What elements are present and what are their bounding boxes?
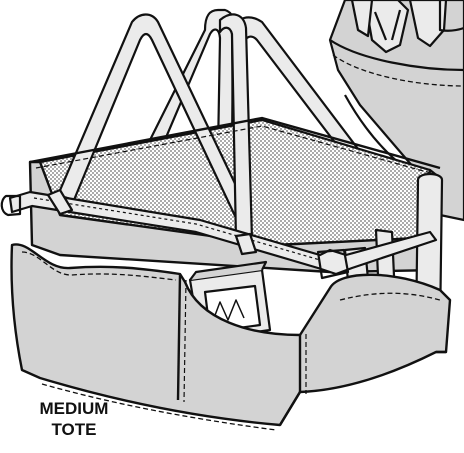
caption-line-1: MEDIUM: [39, 399, 109, 418]
belt-strap: [0, 188, 438, 280]
caption-line-2: TOTE: [51, 420, 97, 439]
tools-illustration: [350, 0, 448, 54]
front-handles: [56, 13, 254, 242]
front-pocket: [10, 243, 452, 431]
caption: MEDIUM TOTE: [20, 398, 128, 440]
